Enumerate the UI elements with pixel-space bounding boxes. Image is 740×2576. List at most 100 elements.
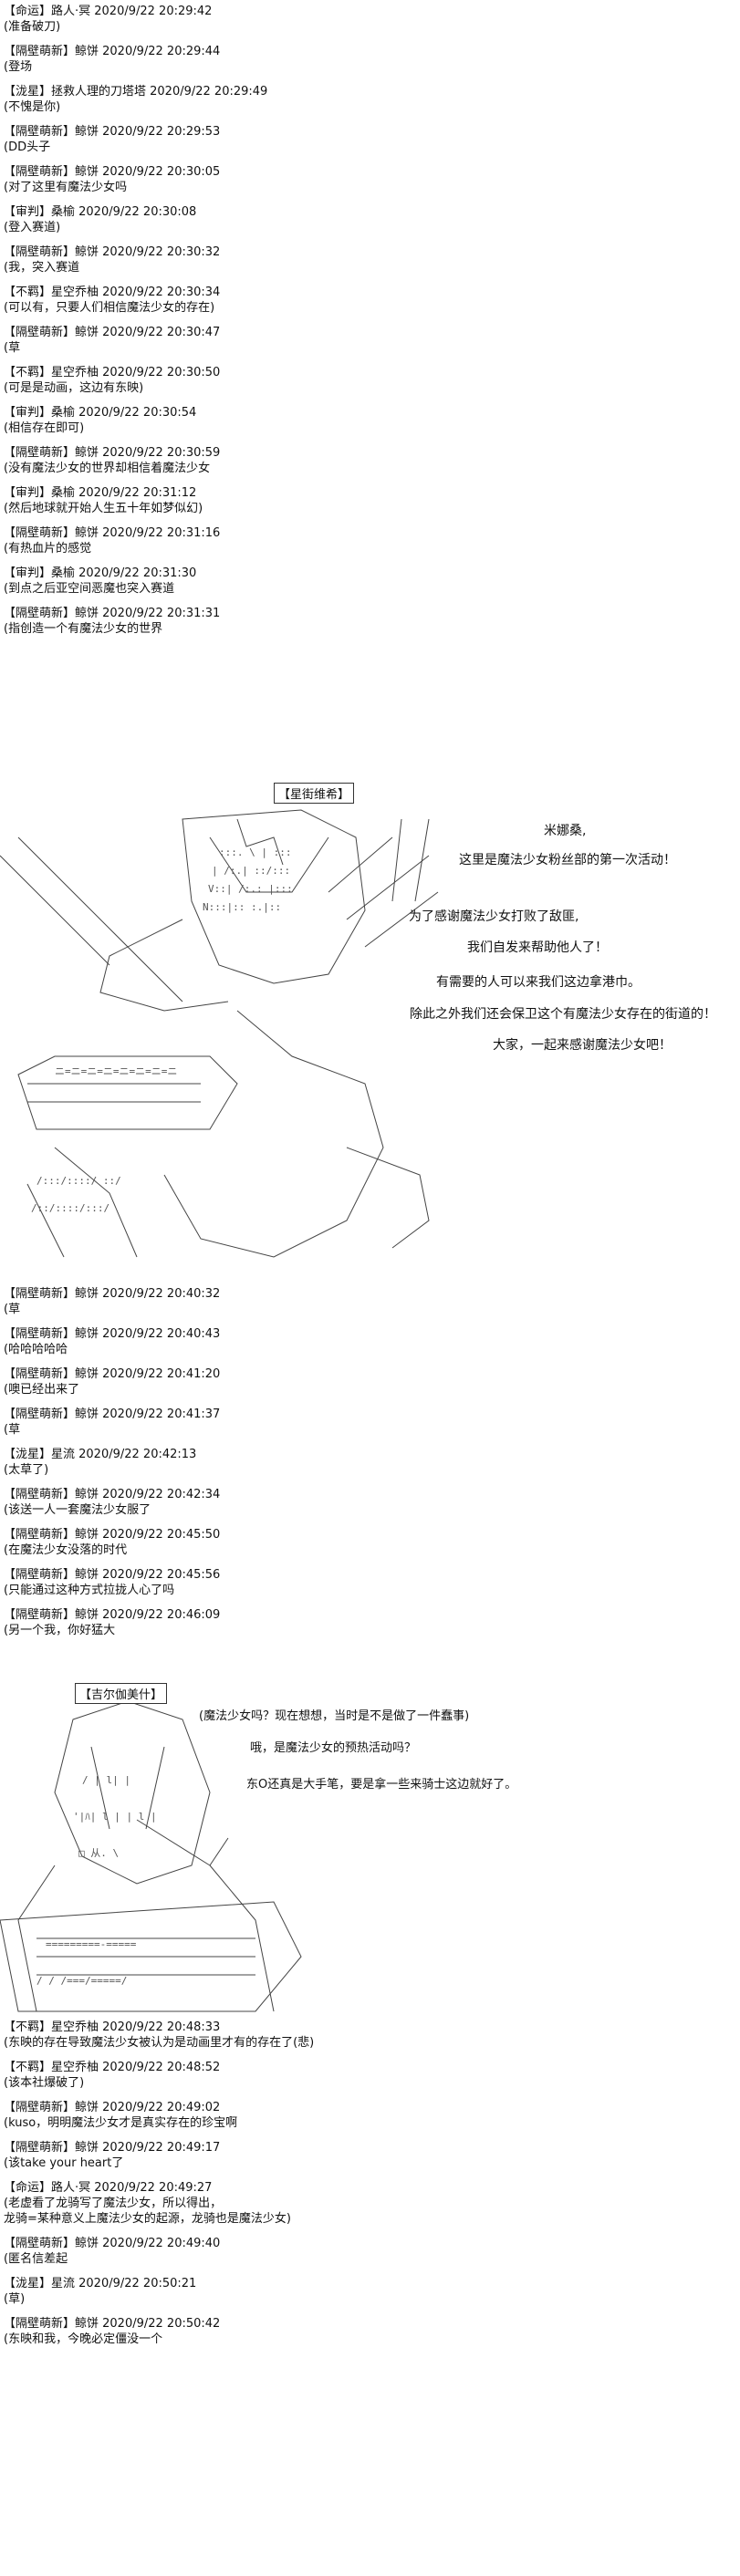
scene-2-caption: 【吉尔伽美什】 <box>75 1683 168 1704</box>
chat-entry-message: (草 <box>4 341 21 355</box>
chat-entry-message: (另一个我，你好猛大 <box>4 1624 116 1637</box>
chat-entry-message: (有热血片的感觉 <box>4 542 92 556</box>
chat-entry-header: 【审判】桑榆 2020/9/22 20:30:54 <box>4 406 197 420</box>
chat-entry: 【隔壁萌新】鲸饼 2020/9/22 20:41:37 (草 <box>4 1407 220 1438</box>
chat-entry-header: 【不羁】星空乔柚 2020/9/22 20:30:50 <box>4 366 221 379</box>
chat-entry-message: (东映的存在导致魔法少女被认为是动画里才有的存在了(悲) <box>4 2036 315 2050</box>
chat-entry-header: 【不羁】星空乔柚 2020/9/22 20:30:34 <box>4 286 221 299</box>
chat-entry-message: (登场 <box>4 60 33 74</box>
chat-entry-header: 【隔壁萌新】鲸饼 2020/9/22 20:30:59 <box>4 446 221 460</box>
chat-entry-header: 【不羁】星空乔柚 2020/9/22 20:48:52 <box>4 2061 221 2074</box>
chat-entry-message: (该take your heart了 <box>4 2156 124 2170</box>
chat-entry-message: (DD头子 <box>4 140 51 154</box>
scene-2-line-3: 东O还真是大手笔，要是拿一些来骑士这边就好了。 <box>246 1778 517 1792</box>
chat-entry: 【不羁】星空乔柚 2020/9/22 20:48:52 (该本社爆破了) <box>4 2060 314 2091</box>
scene-1-caption: 【星街维希】 <box>274 783 355 804</box>
chat-entry-header: 【隔壁萌新】鲸饼 2020/9/22 20:49:40 <box>4 2237 221 2250</box>
chat-entry-message: (指创造一个有魔法少女的世界 <box>4 622 163 636</box>
chat-entry: 【不羁】星空乔柚 2020/9/22 20:30:50 (可是是动画，这边有东映) <box>4 365 267 396</box>
chat-log-1: 【命运】路人·冥 2020/9/22 20:29:42 (准备破刀) 【隔壁萌新】鲸… <box>4 4 267 646</box>
svg-text:/ / /===/=====/: / / /===/=====/ <box>36 1975 127 1987</box>
chat-entry-header: 【命运】路人·冥 2020/9/22 20:29:42 <box>4 5 213 18</box>
chat-entry-header: 【泷星】星流 2020/9/22 20:42:13 <box>4 1448 197 1461</box>
ascii-art-scene-1: :::. \ | ::: | /:.| ::/::: V::| /:.: |::… <box>0 783 740 1280</box>
chat-entry-header: 【隔壁萌新】鲸饼 2020/9/22 20:29:44 <box>4 45 221 58</box>
chat-entry: 【泷星】拯救人理的刀塔塔 2020/9/22 20:29:49(不愧是你) <box>4 84 267 115</box>
scene-2-line-1: (魔法少女吗？现在想想，当时是不是做了一件蠢事) <box>199 1709 470 1723</box>
chat-entry-header: 【隔壁萌新】鲸饼 2020/9/22 20:40:43 <box>4 1327 221 1341</box>
chat-entry: 【命运】路人·冥 2020/9/22 20:49:27(老虚看了龙骑写了魔法少女… <box>4 2180 314 2227</box>
svg-text:=========‐=====: =========‐===== <box>46 1938 137 1950</box>
chat-entry-message: (草 <box>4 1303 21 1316</box>
chat-entry: 【隔壁萌新】鲸饼 2020/9/22 20:50:42(东映和我，今晚必定僵没一… <box>4 2316 314 2347</box>
chat-entry: 【审判】桑榆 2020/9/22 20:30:08(登入赛道) <box>4 204 267 235</box>
chat-entry-message: (我，突入赛道 <box>4 261 80 275</box>
svg-text:/ | l| |: / | l| | <box>82 1774 130 1786</box>
svg-text:N:::|:: :.|::: N:::|:: :.|:: <box>203 901 281 913</box>
scene-1-line-5: 有需要的人可以来我们这边拿港巾。 <box>436 975 641 990</box>
chat-entry: 【隔壁萌新】鲸饼 2020/9/22 20:29:44 (登场 <box>4 44 267 75</box>
chat-entry-header: 【隔壁萌新】鲸饼 2020/9/22 20:50:42 <box>4 2317 221 2331</box>
chat-entry-header: 【隔壁萌新】鲸饼 2020/9/22 20:31:31 <box>4 607 221 620</box>
chat-entry-header: 【隔壁萌新】鲸饼 2020/9/22 20:42:34 <box>4 1488 221 1501</box>
chat-entry: 【不羁】星空乔柚 2020/9/22 20:48:33 (东映的存在导致魔法少女被… <box>4 2020 314 2051</box>
chat-entry: 【隔壁萌新】鲸饼 2020/9/22 20:49:40(匿名信差起 <box>4 2236 314 2267</box>
chat-entry-header: 【隔壁萌新】鲸饼 2020/9/22 20:45:50 <box>4 1528 221 1542</box>
chat-entry-message: (到点之后亚空间恶魔也突入赛道 <box>4 582 175 596</box>
chat-entry-message: (可是是动画，这边有东映) <box>4 381 144 395</box>
chat-entry-header: 【审判】桑榆 2020/9/22 20:30:08 <box>4 205 197 219</box>
chat-entry-header: 【隔壁萌新】鲸饼 2020/9/22 20:46:09 <box>4 1608 221 1622</box>
chat-entry-header: 【不羁】星空乔柚 2020/9/22 20:48:33 <box>4 2020 221 2034</box>
chat-entry-message: (不愧是你) <box>4 100 61 114</box>
chat-entry-message: (该本社爆破了) <box>4 2076 85 2090</box>
chat-entry-header: 【泷星】拯救人理的刀塔塔 2020/9/22 20:29:49 <box>4 85 268 99</box>
chat-entry-message: (草 <box>4 1423 21 1437</box>
chat-entry-message: (然后地球就开始人生五十年如梦似幻) <box>4 502 203 515</box>
svg-text:V::| /:.: |:::: V::| /:.: |::: <box>208 883 293 895</box>
chat-entry-header: 【隔壁萌新】鲸饼 2020/9/22 20:31:16 <box>4 526 221 540</box>
chat-entry: 【隔壁萌新】鲸饼 2020/9/22 20:42:34 (该送一人一套魔法少女服了 <box>4 1487 220 1518</box>
chat-entry: 【隔壁萌新】鲸饼 2020/9/22 20:31:16 (有热血片的感觉 <box>4 525 267 556</box>
scene-1-line-3: 为了感谢魔法少女打败了敌匪, <box>409 909 579 924</box>
chat-entry: 【隔壁萌新】鲸饼 2020/9/22 20:41:20(噢已经出来了 <box>4 1366 220 1397</box>
chat-entry-header: 【隔壁萌新】鲸饼 2020/9/22 20:41:37 <box>4 1407 221 1421</box>
svg-text:/:::/::::/ ::/: /:::/::::/ ::/ <box>36 1175 121 1187</box>
chat-entry-message: (太草了) <box>4 1463 49 1477</box>
svg-text:| /:.| ::/:::: | /:.| ::/::: <box>212 865 290 877</box>
chat-entry: 【隔壁萌新】鲸饼 2020/9/22 20:30:47(草 <box>4 325 267 356</box>
chat-entry-header: 【审判】桑榆 2020/9/22 20:31:30 <box>4 566 197 580</box>
scene-1-line-6: 除此之外我们还会保卫这个有魔法少女存在的街道的！ <box>410 1007 716 1022</box>
chat-entry-message: (老虚看了龙骑写了魔法少女，所以得出， 龙骑=某种意义上魔法少女的起源，龙骑也是… <box>4 2197 291 2226</box>
chat-entry-message: (在魔法少女没落的时代 <box>4 1543 128 1557</box>
chat-entry-header: 【隔壁萌新】鲸饼 2020/9/22 20:40:32 <box>4 1287 221 1301</box>
chat-entry: 【隔壁萌新】鲸饼 2020/9/22 20:29:53(DD头子 <box>4 124 267 155</box>
chat-entry-header: 【泷星】星流 2020/9/22 20:50:21 <box>4 2277 197 2290</box>
chat-entry-message: (没有魔法少女的世界却相信着魔法少女 <box>4 462 211 475</box>
chat-entry: 【隔壁萌新】鲸饼 2020/9/22 20:45:56(只能通过这种方式拉拢人心… <box>4 1567 220 1598</box>
chat-entry-message: (kuso，明明魔法少女才是真实存在的珍宝啊 <box>4 2116 238 2130</box>
chat-entry-header: 【隔壁萌新】鲸饼 2020/9/22 20:30:05 <box>4 165 221 179</box>
chat-entry-message: (可以有，只要人们相信魔法少女的存在) <box>4 301 215 315</box>
chat-entry-message: (东映和我，今晚必定僵没一个 <box>4 2332 163 2346</box>
chat-entry: 【不羁】星空乔柚 2020/9/22 20:30:34 (可以有，只要人们相信魔法… <box>4 285 267 316</box>
scene-2-line-2: 哦，是魔法少女的预热活动吗？ <box>250 1741 417 1755</box>
chat-entry-header: 【隔壁萌新】鲸饼 2020/9/22 20:45:56 <box>4 1568 221 1582</box>
chat-entry: 【隔壁萌新】鲸饼 2020/9/22 20:40:32 (草 <box>4 1286 220 1317</box>
chat-entry: 【隔壁萌新】鲸饼 2020/9/22 20:45:50(在魔法少女没落的时代 <box>4 1527 220 1558</box>
chat-entry-message: (准备破刀) <box>4 20 61 34</box>
svg-text:□ 从. \: □ 从. \ <box>78 1847 119 1859</box>
chat-entry: 【隔壁萌新】鲸饼 2020/9/22 20:31:31 (指创造一个有魔法少女的世… <box>4 606 267 637</box>
chat-log-3: 【不羁】星空乔柚 2020/9/22 20:48:33 (东映的存在导致魔法少女被… <box>4 2020 314 2356</box>
chat-entry: 【隔壁萌新】鲸饼 2020/9/22 20:46:09 (另一个我，你好猛大 <box>4 1607 220 1638</box>
scene-1-line-4: 我们自发来帮助他人了！ <box>467 940 608 955</box>
chat-entry-message: (噢已经出来了 <box>4 1383 80 1397</box>
svg-text::::. \ | :::: :::. \ | ::: <box>219 847 291 858</box>
svg-text:/::/::::/:::/: /::/::::/:::/ <box>31 1202 109 1214</box>
svg-text:ニ=ニ=ニ=ニ=ニ=ニ=ニ=ニ: ニ=ニ=ニ=ニ=ニ=ニ=ニ=ニ <box>55 1065 177 1077</box>
chat-entry-header: 【隔壁萌新】鲸饼 2020/9/22 20:49:02 <box>4 2101 221 2114</box>
scene-1-line-2: 这里是魔法少女粉丝部的第一次活动！ <box>459 853 676 867</box>
chat-entry-message: (该送一人一套魔法少女服了 <box>4 1503 151 1517</box>
chat-entry: 【隔壁萌新】鲸饼 2020/9/22 20:40:43(哈哈哈哈哈 <box>4 1326 220 1357</box>
chat-entry: 【审判】桑榆 2020/9/22 20:31:12(然后地球就开始人生五十年如梦… <box>4 485 267 516</box>
chat-entry: 【审判】桑榆 2020/9/22 20:31:30 (到点之后亚空间恶魔也突入赛道 <box>4 566 267 597</box>
